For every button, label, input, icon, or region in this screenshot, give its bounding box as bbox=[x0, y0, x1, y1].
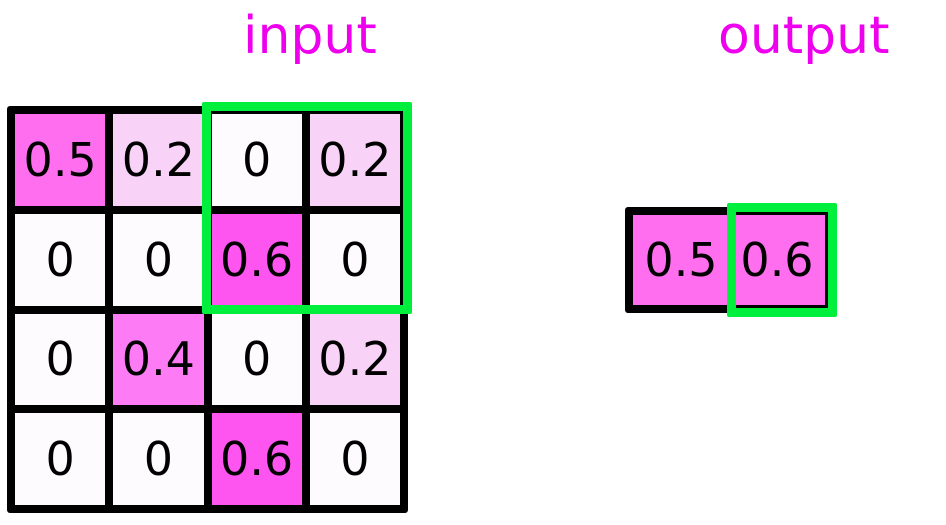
input-matrix-cell: 0 bbox=[211, 114, 302, 206]
input-matrix-cell: 0 bbox=[113, 413, 204, 505]
input-matrix-cell: 0.2 bbox=[309, 114, 400, 206]
input-matrix-cell: 0.4 bbox=[113, 313, 204, 406]
input-title: input bbox=[243, 6, 377, 66]
input-matrix-cell: 0 bbox=[309, 213, 400, 306]
output-matrix-cell: 0.5 bbox=[633, 215, 729, 305]
input-matrix-cell: 0.2 bbox=[309, 313, 400, 406]
input-matrix-cell: 0 bbox=[15, 313, 106, 406]
input-matrix-cell: 0 bbox=[309, 413, 400, 505]
input-matrix-cell: 0 bbox=[15, 413, 106, 505]
input-matrix-cell: 0.6 bbox=[211, 413, 302, 505]
input-matrix-cell: 0 bbox=[15, 213, 106, 306]
input-matrix-cell: 0.5 bbox=[15, 114, 106, 206]
input-matrix-cell: 0 bbox=[113, 213, 204, 306]
output-title: output bbox=[718, 6, 890, 66]
output-matrix-cell: 0.6 bbox=[729, 215, 825, 305]
input-matrix-cell: 0.6 bbox=[211, 213, 302, 306]
input-matrix-cell: 0 bbox=[211, 313, 302, 406]
input-matrix-cell: 0.2 bbox=[113, 114, 204, 206]
